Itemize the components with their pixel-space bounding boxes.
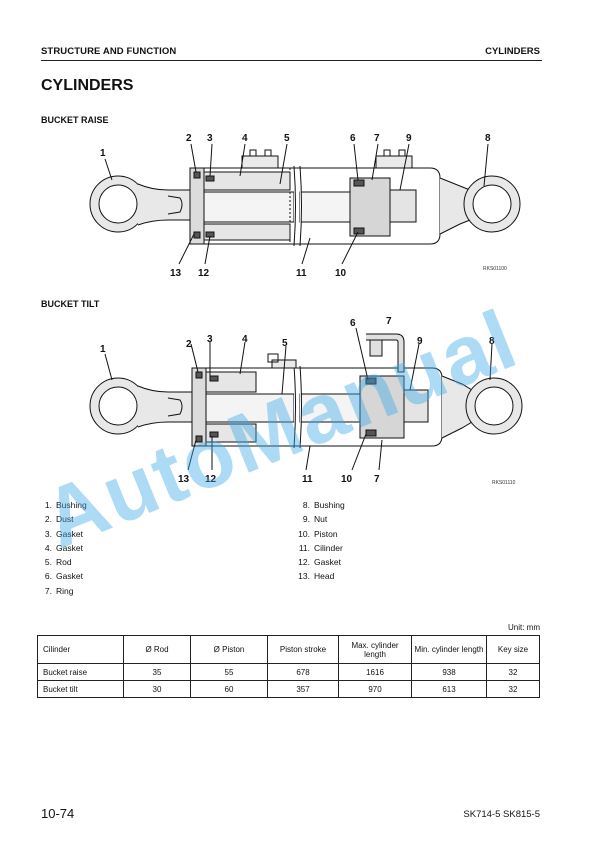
callout-13: 13 — [178, 474, 190, 485]
bucket-raise-diagram: 1 2 3 4 5 6 7 9 8 13 12 11 10 RKS01100 — [89, 133, 521, 279]
list-item: 9.Nut — [302, 514, 328, 525]
col-stroke: Piston stroke — [267, 635, 339, 664]
figure-heading-bucket-tilt: BUCKET TILT — [41, 299, 100, 309]
cylinder-spec-table: Cilinder Ø Rod Ø Piston Piston stroke Ma… — [37, 635, 540, 698]
list-item: 4.Gasket — [44, 542, 83, 553]
callout-9: 9 — [417, 336, 423, 347]
callout-9: 9 — [406, 133, 412, 144]
callout-5: 5 — [284, 133, 290, 144]
page-number: 10-74 — [41, 806, 75, 821]
callout-1: 1 — [100, 148, 106, 159]
callout-4: 4 — [242, 133, 248, 144]
callout-11: 11 — [296, 268, 307, 279]
callout-5: 5 — [282, 338, 288, 349]
list-item: 2.Dust — [44, 514, 74, 525]
callout-10: 10 — [335, 268, 347, 279]
callout-6: 6 — [350, 133, 356, 144]
callout-12: 12 — [205, 474, 217, 485]
col-min-length: Min. cylinder length — [411, 635, 487, 664]
callout-2: 2 — [186, 339, 192, 350]
callout-12: 12 — [198, 268, 210, 279]
figure-code: RKS01110 — [492, 480, 516, 486]
list-item: 8.Bushing — [302, 500, 345, 510]
table-header-row: Cilinder Ø Rod Ø Piston Piston stroke Ma… — [37, 635, 540, 664]
list-item: 6.Gasket — [44, 571, 83, 582]
list-item: 10.Piston — [298, 528, 338, 539]
callout-13: 13 — [170, 268, 182, 279]
list-item: 13.Head — [298, 571, 335, 582]
callout-7: 7 — [374, 133, 380, 144]
parts-list-right: 8.Bushing 9.Nut 10.Piston 11.Cilinder 12… — [288, 498, 345, 584]
callout-11: 11 — [302, 474, 313, 485]
callout-2: 2 — [186, 133, 192, 144]
col-rod: Ø Rod — [123, 635, 191, 664]
col-max-length: Max. cylinder length — [338, 635, 412, 664]
col-piston: Ø Piston — [190, 635, 268, 664]
callout-8: 8 — [489, 336, 495, 347]
figure-code: RKS01100 — [483, 266, 507, 272]
header-chapter: CYLINDERS — [485, 46, 540, 57]
col-cilinder: Cilinder — [37, 635, 124, 664]
bucket-tilt-diagram: 1 2 3 4 5 6 7 9 8 13 12 11 10 7 RKS01110 — [89, 316, 523, 486]
callout-3: 3 — [207, 334, 213, 345]
parts-list-left: 1.Bushing 2.Dust 3.Gasket 4.Gasket 5.Rod… — [30, 498, 87, 598]
table-row: Bucket tilt 30 60 357 970 613 32 — [37, 680, 540, 698]
callout-1: 1 — [100, 344, 106, 355]
list-item: 1.Bushing — [44, 500, 87, 510]
table-row: Bucket raise 35 55 678 1616 938 32 — [37, 663, 540, 681]
header-section: STRUCTURE AND FUNCTION — [41, 46, 177, 57]
list-item: 7.Ring — [44, 585, 74, 596]
callout-3: 3 — [207, 133, 213, 144]
callout-4: 4 — [242, 334, 248, 345]
list-item: 5.Rod — [44, 557, 72, 568]
callout-7b: 7 — [374, 474, 380, 485]
list-item: 12.Gasket — [298, 557, 341, 568]
unit-label: Unit: mm — [508, 623, 540, 632]
callout-6: 6 — [350, 318, 356, 329]
model-numbers: SK714-5 SK815-5 — [463, 809, 540, 820]
callout-8: 8 — [485, 133, 491, 144]
page-title: CYLINDERS — [41, 77, 134, 94]
callout-7: 7 — [386, 316, 392, 327]
header-rule — [41, 60, 542, 61]
list-item: 11.Cilinder — [298, 542, 343, 553]
col-key-size: Key size — [486, 635, 540, 664]
callout-10: 10 — [341, 474, 353, 485]
figure-heading-bucket-raise: BUCKET RAISE — [41, 115, 109, 125]
list-item: 3.Gasket — [44, 528, 83, 539]
